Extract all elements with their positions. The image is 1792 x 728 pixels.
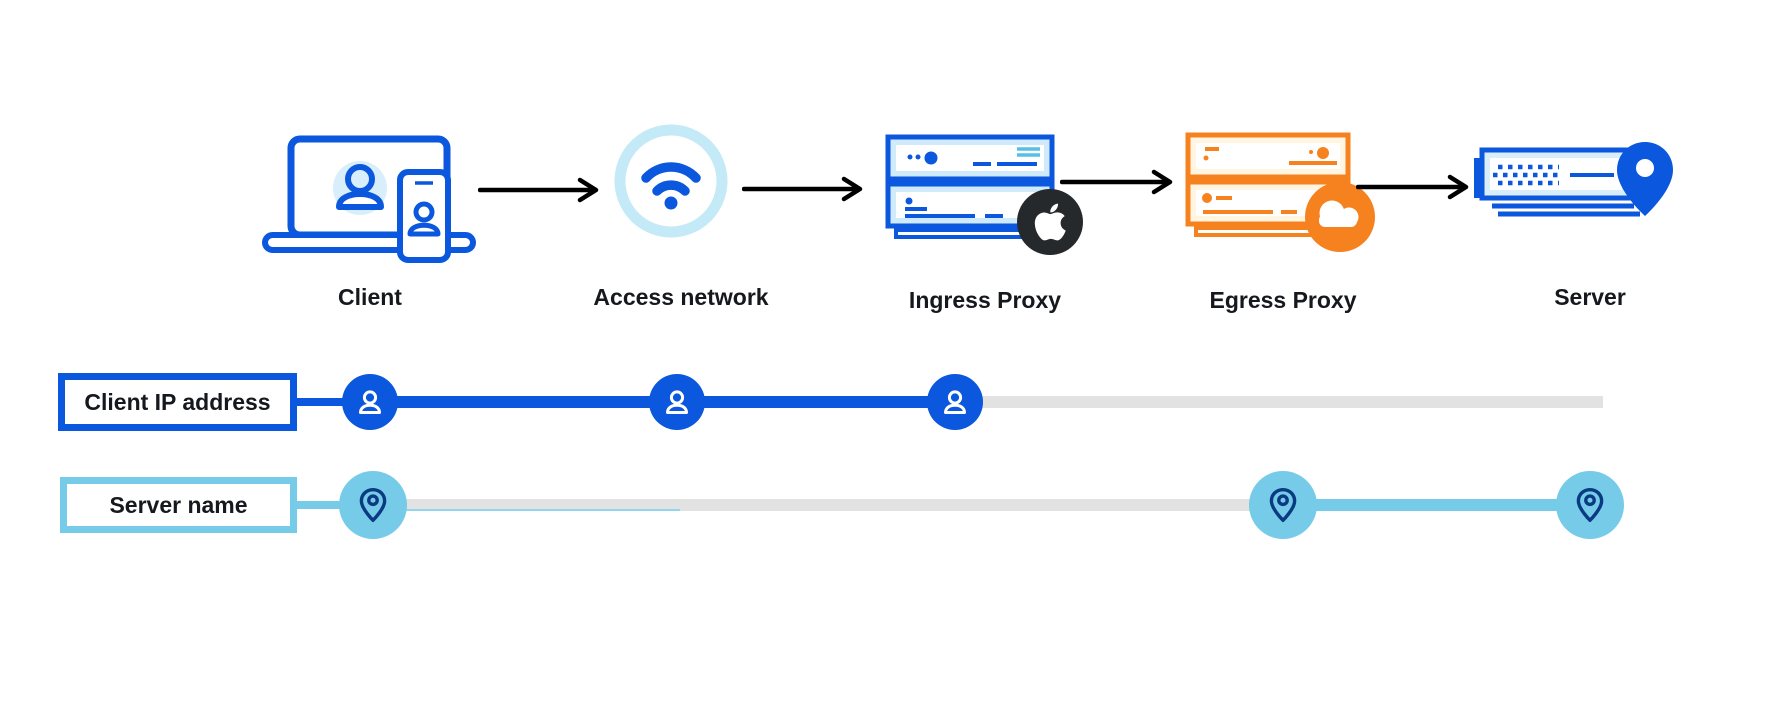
cloudflare-logo [1305,182,1375,252]
pin-marker-egress-proxy [1249,471,1317,539]
location-pin-icon [359,488,387,522]
person-icon [666,390,688,414]
arrow-client-to-access [478,177,599,203]
person-marker-ingress-proxy [927,374,983,430]
pin-marker-client [339,471,407,539]
arrow-access-to-ingress [742,176,863,202]
person-marker-client [342,374,398,430]
node-label-egress-proxy: Egress Proxy [1209,287,1357,313]
server-stack-icon [885,134,1083,255]
laptop-phone-icon [262,135,476,263]
server-name-box: Server name [60,477,297,533]
pin-marker-server [1556,471,1624,539]
client-ip-track-inactive [955,396,1603,408]
server-name-label: Server name [109,491,248,518]
arrow-ingress-to-egress [1060,169,1173,195]
wifi-icon [614,124,728,238]
node-label-client: Client [338,284,402,310]
location-pin-icon [1617,142,1673,216]
server-pin-icon [1474,142,1673,217]
arrow-egress-to-server [1356,174,1469,200]
server-name-connector [295,501,355,509]
person-icon [359,390,381,414]
server-name-track-active [1285,499,1590,511]
server-stack-icon [1185,132,1375,252]
person-icon [944,390,966,414]
client-ip-address-box: Client IP address [58,373,297,431]
client-ip-address-label: Client IP address [84,388,271,415]
server-name-track-underline [395,509,680,511]
node-label-access-network: Access network [593,284,769,310]
apple-logo [1017,189,1083,255]
location-pin-icon [1576,488,1604,522]
server-name-track-inactive [373,499,1285,511]
node-label-server: Server [1554,284,1626,310]
node-label-ingress-proxy: Ingress Proxy [908,287,1062,313]
client-ip-connector [295,398,355,406]
location-pin-icon [1269,488,1297,522]
person-marker-access-network [649,374,705,430]
